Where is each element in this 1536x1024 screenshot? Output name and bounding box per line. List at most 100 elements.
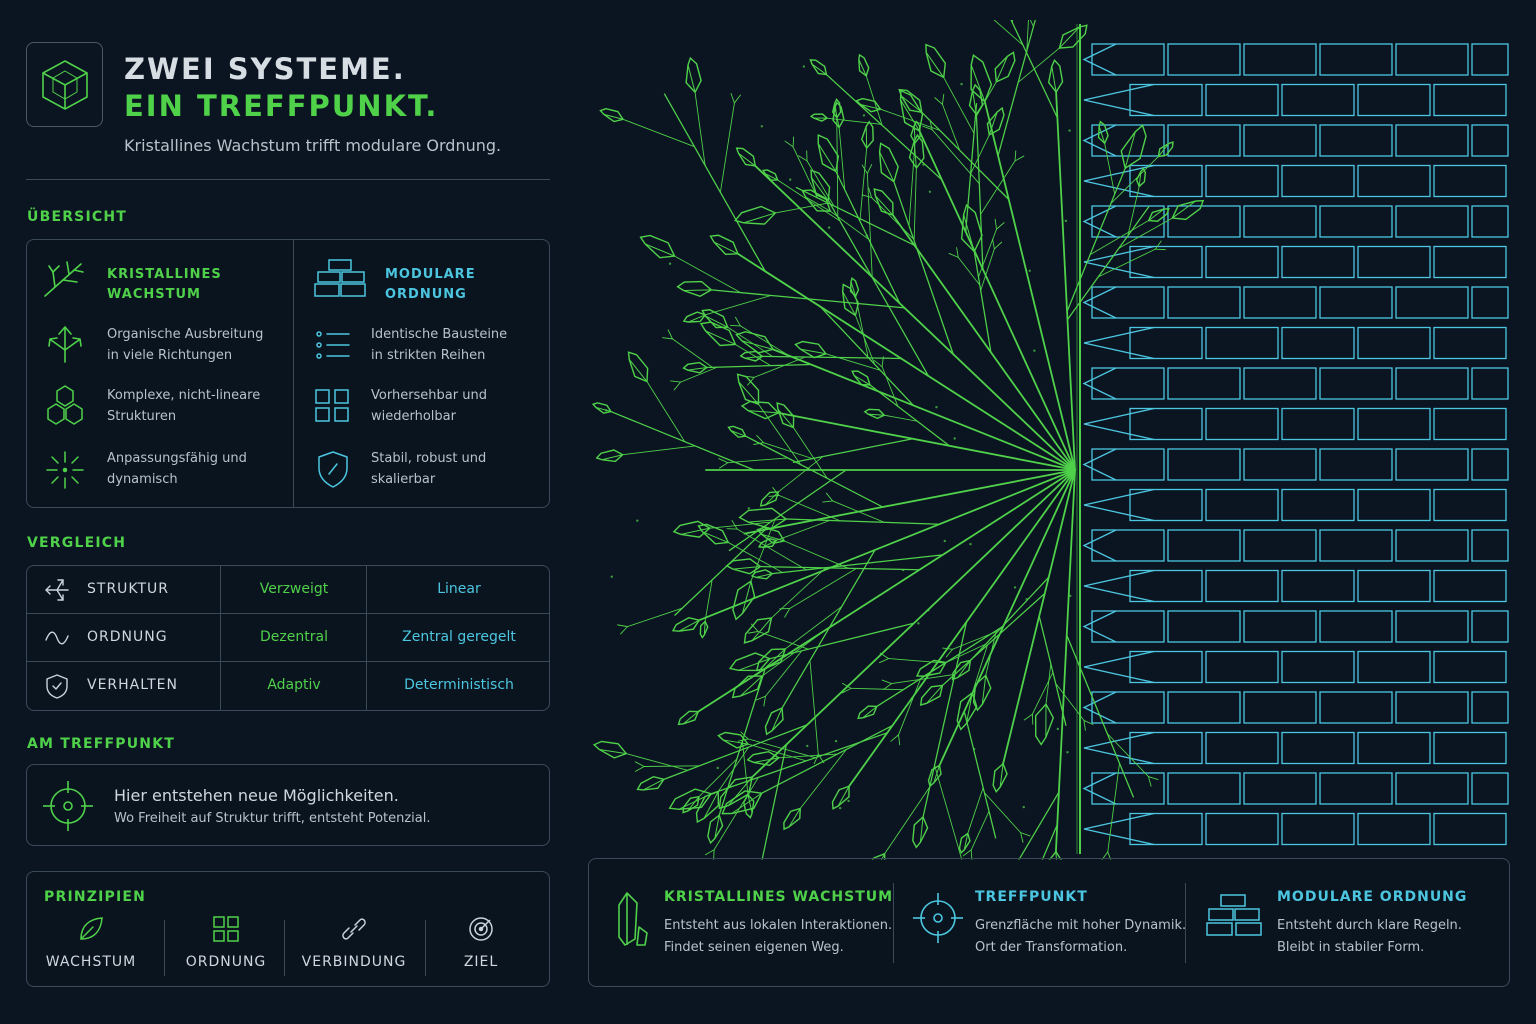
brick [1091, 367, 1165, 400]
crystal [676, 280, 713, 298]
shield-icon [318, 451, 348, 488]
meeting-heading: AM TREFFPUNKT [27, 736, 176, 752]
crystal [851, 370, 871, 386]
crystal [910, 120, 921, 144]
brick-edge [1083, 326, 1155, 360]
brick [1471, 529, 1509, 562]
particle [927, 608, 930, 612]
crystal [736, 373, 760, 406]
branch [963, 710, 997, 839]
brick [1243, 610, 1317, 643]
legend-meeting-text: Grenzfläche mit hoher Dynamik. Ort der T… [975, 915, 1205, 959]
brick [1205, 407, 1279, 441]
legend-crystal-line1: Entsteht aus lokalen Interaktionen. [664, 918, 893, 933]
branch [822, 500, 834, 503]
crystal [709, 234, 739, 256]
particle [604, 409, 608, 412]
branch [938, 469, 1076, 767]
list-icon [316, 331, 350, 359]
brick-edge [1082, 610, 1117, 643]
branch [739, 325, 792, 358]
branch [918, 130, 1076, 471]
crystal [899, 89, 924, 133]
crystal-facet [688, 314, 706, 323]
branch [978, 228, 997, 278]
branch [1148, 776, 1152, 787]
branch [993, 20, 1024, 46]
branch [758, 403, 802, 466]
branch [1026, 20, 1029, 54]
branch [719, 462, 729, 469]
brick-edge [1082, 205, 1117, 238]
branch [775, 520, 830, 541]
particle [1056, 727, 1060, 731]
crystal [627, 351, 649, 383]
crystal-facet [926, 685, 943, 704]
crystal-vs-brick-illustration [591, 20, 1509, 860]
crystal [677, 710, 700, 726]
particle [1013, 586, 1017, 589]
crystal [970, 53, 993, 103]
brick [1129, 569, 1203, 603]
crystal [668, 788, 713, 811]
crystal [994, 51, 1016, 83]
link-icon [342, 918, 366, 940]
crystal-facet [1157, 143, 1170, 157]
branch [733, 94, 741, 104]
brick [1205, 569, 1279, 603]
branch [809, 660, 819, 755]
crystal-facet [730, 430, 746, 437]
crystal [958, 832, 971, 855]
crystal [960, 203, 983, 253]
brick [1319, 205, 1393, 238]
title-line-2: EIN TREFFPUNKT. [124, 89, 439, 123]
crystal-facet [837, 786, 850, 807]
crystal-facet [1172, 200, 1197, 219]
overview-modular-item-2-line2: wiederholbar [371, 409, 456, 424]
branch [1107, 762, 1120, 853]
crystal-facet [747, 794, 753, 814]
branch [743, 469, 1076, 535]
branch [898, 678, 922, 736]
crystal-facet [868, 413, 885, 416]
overview-crystal-item-2: Komplexe, nicht-lineare Strukturen [107, 385, 272, 427]
branch [745, 435, 884, 508]
crystal [908, 133, 925, 170]
branch [1083, 719, 1094, 725]
brick [1357, 812, 1431, 846]
crystal-facet [738, 152, 756, 167]
branch [784, 608, 791, 618]
brick [1091, 691, 1165, 724]
crystal [671, 616, 701, 632]
crystal [817, 134, 840, 173]
legend-modular-line2: Bleibt in stabiler Form. [1277, 940, 1425, 955]
logo [26, 42, 103, 127]
brick [1433, 569, 1507, 603]
crystal [1058, 24, 1088, 49]
brick-edge [1083, 812, 1155, 846]
comparison-row: STRUKTUR Verzweigt Linear [27, 566, 549, 614]
brick-edge [1082, 448, 1117, 481]
branch [1107, 851, 1112, 860]
brick [1167, 448, 1241, 481]
crystal [956, 691, 978, 731]
brick [1243, 448, 1317, 481]
branch [777, 456, 824, 493]
branch [1010, 20, 1059, 119]
branch [717, 746, 750, 792]
brick [1319, 448, 1393, 481]
crystal-facet [988, 111, 998, 136]
legend-modular-line1: Entsteht durch klare Regeln. [1277, 918, 1462, 933]
overview-crystal-item-3: Anpassungsfähig und dynamisch [107, 448, 272, 490]
brick [1091, 124, 1165, 157]
overview-crystal-title: KRISTALLINES WACHSTUM [107, 265, 257, 305]
legend-modular-title: MODULARE ORDNUNG [1277, 889, 1468, 905]
meeting-line-1: Hier entstehen neue Möglichkeiten. [114, 786, 399, 805]
branch [881, 366, 899, 407]
branch [996, 222, 1005, 230]
crystal-facet [761, 533, 785, 542]
burst-icon [46, 451, 84, 489]
brick [1357, 569, 1431, 603]
brick [1129, 326, 1203, 360]
crystal-facet [834, 102, 838, 118]
